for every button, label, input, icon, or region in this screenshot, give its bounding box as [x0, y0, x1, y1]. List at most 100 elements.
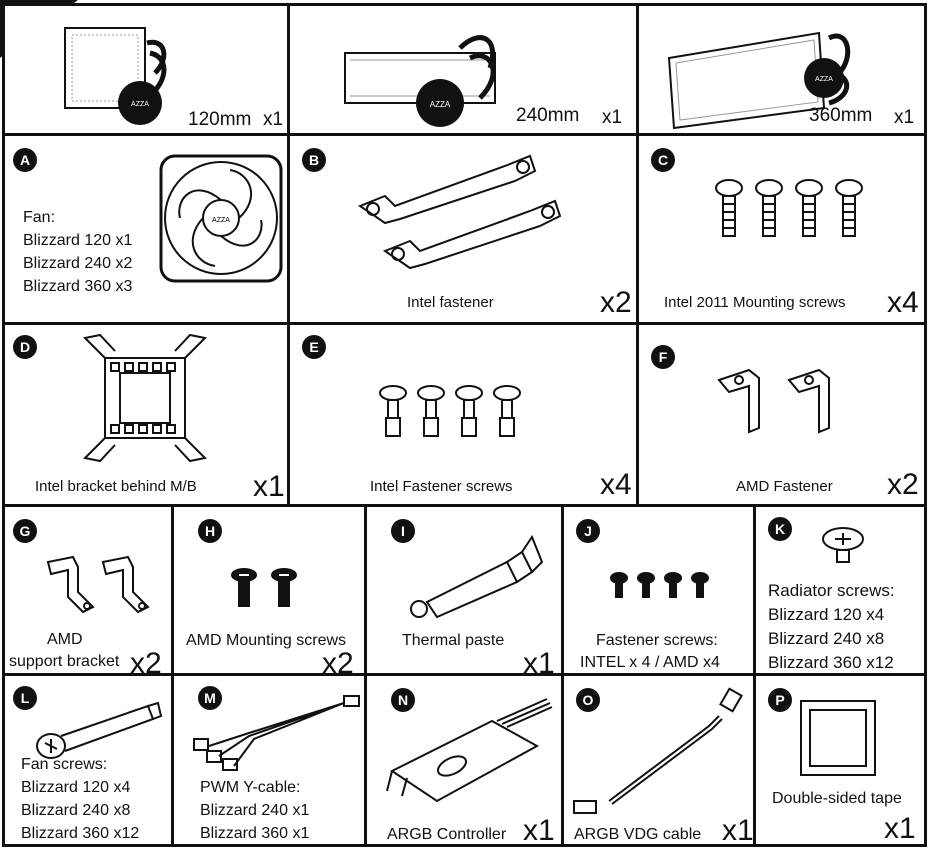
part-j-label1: Fastener screws: — [596, 632, 718, 649]
amd-mounting-screws-icon — [231, 568, 297, 607]
part-k-line: Blizzard 120 x4 — [768, 605, 885, 624]
radiator-240-qty: x1 — [602, 107, 623, 128]
part-a-text: Fan: Blizzard 120 x1 Blizzard 240 x2 Bli… — [23, 206, 132, 298]
part-k-text: Radiator screws: Blizzard 120 x4 Blizzar… — [768, 579, 895, 675]
fan-screw-icon — [36, 701, 163, 759]
part-d-cell: D Intel bracket behind M/B x1 — [2, 322, 290, 507]
part-m-line: PWM Y-cable: — [200, 779, 301, 796]
intel-fastener-icon — [357, 154, 562, 270]
part-l-line: Blizzard 120 x4 — [21, 779, 131, 796]
part-j-cell: J Fastener screws: INTEL x 4 / AMD x4 — [561, 504, 756, 676]
argb-vdg-cable-icon — [573, 687, 743, 814]
radiator-240-cell: AZZA 240mm x1 — [287, 3, 639, 136]
pwm-y-cable-icon — [193, 695, 360, 771]
part-f-cell: F AMD Fastener x2 — [636, 322, 927, 507]
part-a-badge: A — [13, 148, 37, 172]
radiator-240-icon: AZZA — [344, 35, 496, 127]
fastener-screws-icon — [379, 385, 521, 437]
part-f-qty: x2 — [887, 468, 919, 501]
radiator-120-icon: AZZA — [64, 27, 167, 125]
part-c-qty: x4 — [887, 286, 919, 319]
part-p-qty: x1 — [884, 812, 916, 845]
part-d-label: Intel bracket behind M/B — [35, 478, 197, 495]
part-h-label: AMD Mounting screws — [186, 632, 347, 649]
amd-fastener-icon — [717, 368, 830, 434]
part-k-cell: K Radiator screws: Blizzard 120 x4 Blizz… — [753, 504, 927, 676]
part-d-badge: D — [13, 335, 37, 359]
fastener-screws-small-icon — [610, 572, 709, 598]
part-i-label: Thermal paste — [402, 632, 505, 649]
part-l-cell: L Fan screws: Blizzard 120 x4 Blizzard 2… — [2, 673, 174, 847]
part-l-badge: L — [13, 686, 37, 710]
part-j-badge: J — [576, 519, 600, 543]
part-a-line: Blizzard 120 x1 — [23, 232, 133, 249]
part-b-cell: B Intel fastener x2 — [287, 133, 639, 325]
part-a-line: Fan: — [23, 209, 56, 226]
argb-controller-icon — [386, 698, 553, 803]
radiator-screw-icon — [822, 527, 864, 563]
part-k-line: Radiator screws: — [768, 581, 895, 600]
svg-text:AZZA: AZZA — [815, 76, 833, 83]
radiator-120-size: 120mm — [188, 109, 252, 130]
radiator-120-cell: AZZA 120mm x1 — [2, 3, 290, 136]
part-n-qty: x1 — [523, 814, 555, 847]
part-m-text: PWM Y-cable: Blizzard 240 x1 Blizzard 36… — [200, 776, 309, 845]
brand-logo: AZZA — [131, 101, 149, 108]
part-e-cell: E Intel Fastener screws x4 — [287, 322, 639, 507]
part-n-label: ARGB Controller — [387, 826, 507, 843]
part-o-badge: O — [576, 688, 600, 712]
part-b-label: Intel fastener — [407, 294, 494, 311]
svg-text:AZZA: AZZA — [430, 100, 451, 109]
part-l-line: Blizzard 360 x12 — [21, 825, 140, 842]
part-a-line: Blizzard 240 x2 — [23, 255, 133, 272]
part-n-cell: N ARGB Controller x1 — [364, 673, 564, 847]
part-g-badge: G — [13, 519, 37, 543]
part-e-badge: E — [302, 335, 326, 359]
part-p-label: Double-sided tape — [772, 790, 902, 807]
part-f-badge: F — [651, 345, 675, 369]
part-g-label1: AMD — [47, 631, 83, 648]
part-p-cell: P Double-sided tape x1 — [753, 673, 927, 847]
intel-bracket-icon — [82, 333, 208, 463]
part-k-badge: K — [768, 517, 792, 541]
part-c-badge: C — [651, 148, 675, 172]
part-g-cell: G AMD support bracket x2 — [2, 504, 174, 679]
part-f-label: AMD Fastener — [736, 478, 833, 495]
part-l-line: Blizzard 240 x8 — [21, 802, 131, 819]
part-m-cell: M PWM Y-cable: Blizzard 240 x1 Blizzard … — [171, 673, 367, 847]
part-m-badge: M — [198, 686, 222, 710]
radiator-360-icon: AZZA — [667, 31, 851, 130]
part-i-cell: I Thermal paste x1 — [364, 504, 564, 679]
part-e-qty: x4 — [600, 468, 632, 501]
radiator-240-size: 240mm — [516, 105, 580, 126]
part-a-line: Blizzard 360 x3 — [23, 278, 133, 295]
part-n-badge: N — [391, 688, 415, 712]
part-k-line: Blizzard 240 x8 — [768, 629, 885, 648]
part-m-line: Blizzard 240 x1 — [200, 802, 310, 819]
part-a-cell: A Fan: Blizzard 120 x1 Blizzard 240 x2 B… — [2, 133, 290, 325]
svg-text:AZZA: AZZA — [212, 217, 230, 224]
part-e-label: Intel Fastener screws — [370, 478, 513, 495]
part-c-label: Intel 2011 Mounting screws — [664, 294, 846, 311]
fan-icon: AZZA — [159, 154, 283, 283]
part-d-qty: x1 — [253, 470, 285, 503]
part-j-label2: INTEL x 4 / AMD x4 — [580, 654, 720, 671]
part-g-label2: support bracket — [9, 653, 120, 670]
mounting-screws-icon — [715, 179, 863, 237]
part-o-cell: O ARGB VDG cable x1 — [561, 673, 756, 847]
part-m-line: Blizzard 360 x1 — [200, 825, 310, 842]
part-l-text: Fan screws: Blizzard 120 x4 Blizzard 240… — [21, 753, 139, 845]
part-o-label: ARGB VDG cable — [574, 826, 702, 843]
radiator-120-qty: x1 — [263, 109, 284, 130]
part-h-cell: H AMD Mounting screws x2 — [171, 504, 367, 679]
part-b-badge: B — [302, 148, 326, 172]
part-h-badge: H — [198, 519, 222, 543]
part-i-badge: I — [391, 519, 415, 543]
part-k-line: Blizzard 360 x12 — [768, 653, 894, 672]
part-l-line: Fan screws: — [21, 756, 108, 773]
radiator-360-cell: AZZA 360mm x1 — [636, 3, 927, 136]
double-sided-tape-icon — [800, 700, 876, 776]
radiator-360-size: 360mm — [809, 105, 873, 126]
thermal-paste-icon — [410, 534, 544, 619]
